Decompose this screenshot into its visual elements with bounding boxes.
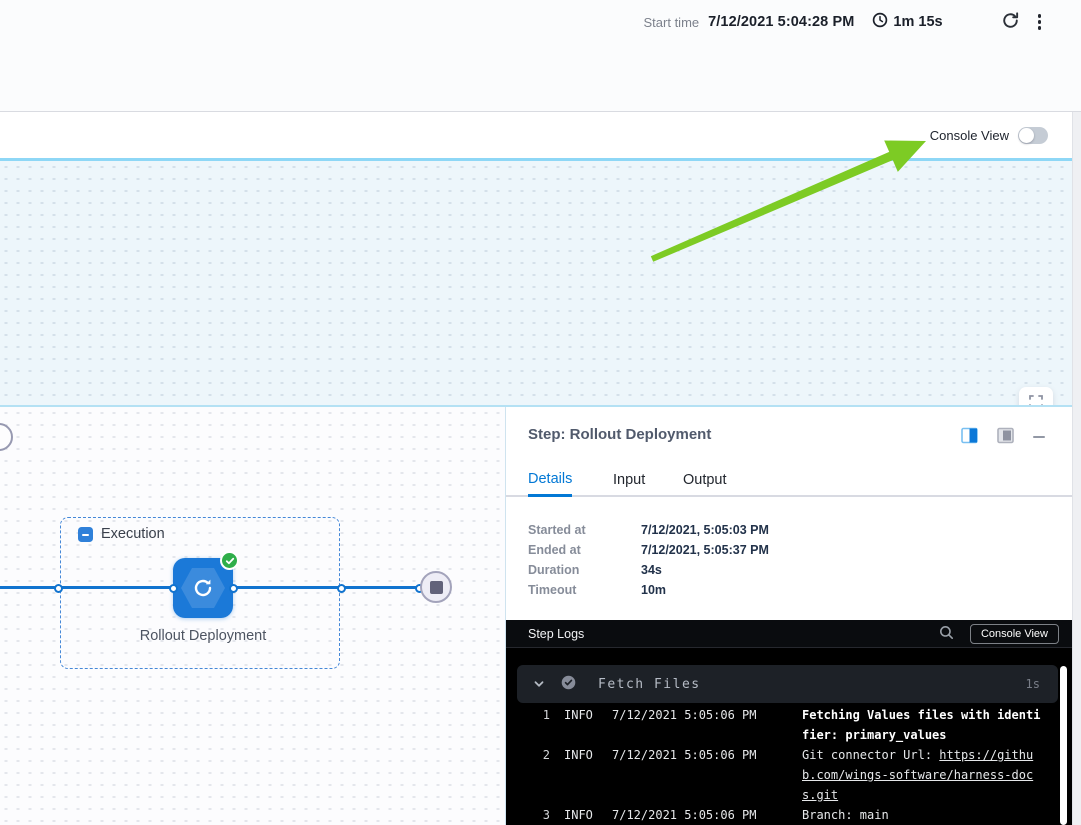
minimize-panel-button[interactable] bbox=[1031, 434, 1047, 440]
success-check-icon bbox=[561, 675, 576, 694]
step-logs-title: Step Logs bbox=[528, 626, 585, 641]
connector-port bbox=[336, 583, 346, 593]
node-label: Rollout Deployment bbox=[139, 628, 267, 644]
header-divider bbox=[0, 158, 1081, 161]
stop-square-icon bbox=[429, 580, 443, 594]
log-group-fetch-files[interactable]: Fetch Files 1s bbox=[517, 665, 1058, 703]
kebab-menu-icon bbox=[1037, 14, 1041, 30]
log-group-duration: 1s bbox=[1025, 677, 1040, 691]
rollout-refresh-icon bbox=[191, 576, 215, 605]
clock-icon bbox=[872, 12, 888, 33]
log-group-name: Fetch Files bbox=[598, 676, 701, 692]
collapse-group-button[interactable] bbox=[78, 527, 93, 542]
detail-row-ended-at: Ended at 7/12/2021, 5:05:37 PM bbox=[528, 543, 769, 557]
tab-input[interactable]: Input bbox=[613, 463, 645, 497]
search-icon bbox=[939, 625, 954, 643]
split-view-center-button[interactable] bbox=[995, 425, 1016, 449]
tab-details[interactable]: Details bbox=[528, 463, 573, 497]
panel-tabs: Details Input Output bbox=[506, 463, 1073, 497]
console-view-label: Console View bbox=[929, 128, 1009, 143]
connector-port bbox=[53, 583, 63, 593]
step-logs-header: Step Logs Console View bbox=[506, 620, 1073, 648]
start-time-label: Start time bbox=[643, 14, 700, 30]
pipeline-end-node[interactable] bbox=[420, 571, 452, 603]
hexagon-backdrop bbox=[181, 568, 225, 608]
split-view-active-icon bbox=[961, 427, 978, 447]
offscreen-node bbox=[0, 423, 13, 451]
detail-row-duration: Duration 34s bbox=[528, 563, 662, 577]
console-view-toggle[interactable] bbox=[1018, 127, 1048, 144]
panel-title: Step: Rollout Deployment bbox=[528, 426, 712, 443]
log-line-1: 1 INFO 7/12/2021 5:05:06 PM Fetching Val… bbox=[542, 708, 1041, 742]
elapsed-duration: 1m 15s bbox=[893, 14, 943, 30]
rollout-deployment-node[interactable] bbox=[173, 551, 239, 618]
canvas-section-divider bbox=[0, 405, 1081, 407]
detail-row-timeout: Timeout 10m bbox=[528, 583, 667, 597]
log-console[interactable]: Fetch Files 1s 1 INFO 7/12/2021 5:05:06 … bbox=[506, 648, 1073, 825]
refresh-icon bbox=[1001, 11, 1020, 33]
step-details-table: Started at 7/12/2021, 5:05:03 PM Ended a… bbox=[528, 520, 769, 600]
chevron-down-icon bbox=[533, 675, 545, 694]
git-connector-link[interactable]: https://github.com/wings-software/harnes… bbox=[802, 748, 1034, 802]
execution-header: Start time 7/12/2021 5:04:28 PM 1m 15s bbox=[0, 0, 1081, 112]
split-view-right-button[interactable] bbox=[959, 425, 980, 449]
step-details-panel: Step: Rollout Deployment Details Input O… bbox=[505, 407, 1073, 825]
step-logs-section: Step Logs Console View Fetch Files bbox=[506, 620, 1073, 825]
view-toolbar: Console View bbox=[0, 113, 1081, 158]
execution-group-box: Execution bbox=[60, 517, 340, 669]
page-scrollbar[interactable] bbox=[1072, 112, 1081, 825]
connector-port bbox=[228, 583, 238, 593]
pipeline-canvas-top[interactable] bbox=[0, 161, 1081, 547]
log-search-button[interactable] bbox=[937, 623, 956, 645]
tab-output[interactable]: Output bbox=[683, 463, 727, 497]
execution-group-label: Execution bbox=[101, 526, 165, 542]
minimize-icon bbox=[1033, 435, 1045, 439]
connector-port bbox=[168, 583, 178, 593]
log-scrollbar-thumb[interactable] bbox=[1060, 666, 1067, 825]
minus-icon bbox=[82, 533, 89, 536]
detail-row-started-at: Started at 7/12/2021, 5:05:03 PM bbox=[528, 523, 769, 537]
fullscreen-icon bbox=[1028, 394, 1044, 413]
log-line-2: 2 INFO 7/12/2021 5:05:06 PM Git connecto… bbox=[542, 748, 1034, 802]
toggle-knob bbox=[1019, 128, 1034, 143]
more-options-button[interactable] bbox=[1036, 12, 1043, 31]
split-view-inactive-icon bbox=[997, 427, 1014, 447]
success-badge bbox=[220, 551, 239, 570]
logs-console-view-button[interactable]: Console View bbox=[969, 623, 1059, 644]
refresh-button[interactable] bbox=[999, 9, 1022, 35]
start-time-value: 7/12/2021 5:04:28 PM bbox=[708, 14, 855, 30]
log-lines: 1 INFO 7/12/2021 5:05:06 PM Fetching Val… bbox=[506, 703, 1073, 825]
log-line-3: 3 INFO 7/12/2021 5:05:06 PM Branch: main bbox=[542, 808, 889, 822]
